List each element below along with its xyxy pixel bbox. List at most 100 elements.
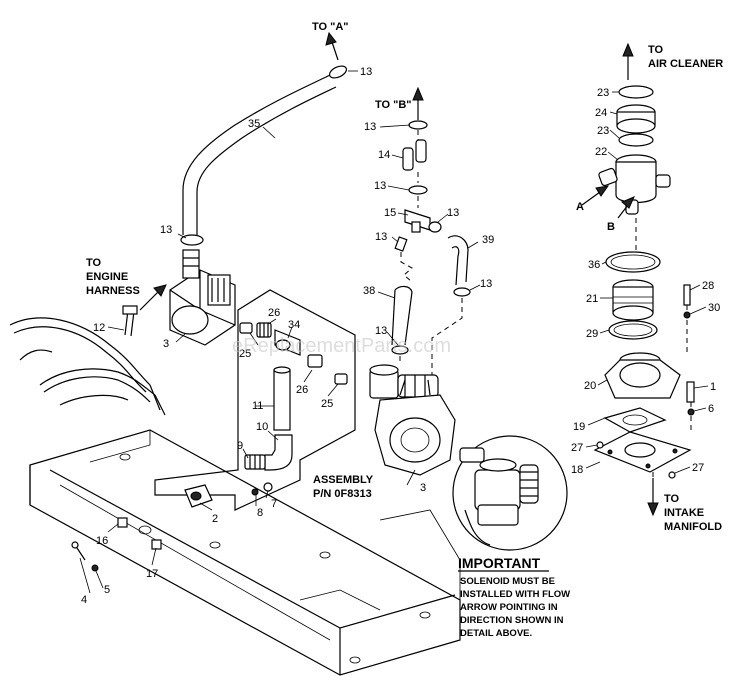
important-line4: DIRECTION SHOWN IN	[460, 615, 564, 626]
label-assembly: ASSEMBLY	[313, 474, 374, 486]
regulator-center	[374, 379, 456, 476]
callout-19: 19	[573, 421, 585, 433]
callout-14: 14	[378, 149, 390, 161]
label-point-b: B	[607, 221, 615, 233]
gasket-19	[603, 407, 667, 433]
callout-17: 17	[146, 568, 158, 580]
callout-27: 27	[571, 442, 583, 454]
hose-clamp-13-top	[328, 65, 348, 79]
coupler-21	[612, 279, 654, 321]
callout-11: 11	[252, 400, 263, 412]
fitting-26-left	[256, 322, 272, 338]
valve-2	[184, 484, 213, 508]
label-to-engine-line3: HARNESS	[86, 285, 140, 297]
throttle-body-20	[604, 352, 681, 399]
label-to-intake-line3: MANIFOLD	[664, 521, 722, 533]
clamp-13-mid	[408, 185, 428, 195]
label-to-air-cleaner-line2: AIR CLEANER	[648, 58, 723, 70]
hose-35	[182, 74, 337, 235]
clamp-13-39	[453, 287, 471, 297]
screw-7	[263, 482, 273, 492]
callout-23: 23	[597, 87, 609, 99]
label-to-intake-line2: INTAKE	[664, 507, 704, 519]
callout-13: 13	[364, 121, 376, 133]
adapter-24	[616, 104, 656, 134]
fitting-25-right	[334, 373, 348, 385]
label-to-a: TO "A"	[312, 21, 349, 33]
callout-16: 16	[96, 535, 108, 547]
assembly-outline	[154, 289, 356, 511]
callout-35: 35	[248, 118, 260, 130]
nut-27-left	[596, 441, 604, 449]
label-to-engine-line1: TO	[86, 257, 102, 269]
callout-18: 18	[571, 464, 583, 476]
callout-8: 8	[257, 507, 263, 519]
label-to-engine-line2: ENGINE	[86, 271, 128, 283]
leader-lines	[79, 70, 709, 594]
o-ring-23-top	[618, 85, 654, 99]
washer-30	[683, 311, 691, 319]
arrow-to-intake	[647, 478, 659, 517]
tee-15	[404, 209, 431, 233]
clamp-13-b-top	[408, 120, 428, 130]
callout-3: 3	[420, 482, 426, 494]
fitting-25-left	[239, 322, 253, 334]
callout-13: 13	[447, 207, 459, 219]
callout-38: 38	[363, 285, 375, 297]
callout-25: 25	[321, 398, 333, 410]
clamp-29	[608, 320, 658, 340]
label-assembly-pn: P/N 0F8313	[313, 488, 372, 500]
screw-4	[71, 541, 86, 561]
nut-27-right	[668, 471, 676, 479]
callout-2: 2	[212, 513, 218, 525]
callout-20: 20	[584, 380, 596, 392]
adapter-plate-18	[593, 431, 692, 473]
callout-9: 9	[237, 440, 243, 452]
hose-39	[447, 235, 469, 286]
callout-3: 3	[163, 338, 169, 350]
callout-21: 21	[586, 293, 598, 305]
callout-5: 5	[104, 584, 110, 596]
important-line3: ARROW POINTING IN	[460, 602, 558, 613]
watermark: eReplacementParts.com	[232, 335, 451, 357]
arrow-to-a	[325, 31, 339, 61]
important-title: IMPORTANT	[458, 555, 541, 571]
callout-13: 13	[480, 278, 492, 290]
screw-28	[683, 284, 691, 306]
washer-5	[91, 564, 99, 572]
callout-30: 30	[708, 302, 720, 314]
tee-34	[274, 329, 301, 356]
callout-13: 13	[374, 180, 386, 192]
callout-22: 22	[595, 146, 607, 158]
hose-clamp-13-left	[180, 234, 204, 246]
callout-13: 13	[360, 66, 372, 78]
pipe-11	[273, 366, 291, 431]
washer-6	[687, 408, 695, 416]
screw-1	[686, 381, 695, 403]
callout-23: 23	[597, 125, 609, 137]
tube-14	[402, 139, 427, 171]
frame-rail	[29, 429, 461, 676]
arrow-b	[617, 196, 635, 219]
callout-4: 4	[81, 594, 87, 606]
label-to-intake-line1: TO	[664, 493, 680, 505]
elbow-10	[264, 434, 293, 471]
washer-8	[251, 488, 259, 496]
callout-13: 13	[160, 224, 172, 236]
arrow-a	[581, 185, 610, 206]
callout-15: 15	[384, 207, 396, 219]
important-line2: INSTALLED WITH FLOW	[460, 589, 570, 600]
o-ring-23-bottom	[618, 133, 654, 147]
clamp-13-38	[391, 345, 409, 355]
callout-7: 7	[271, 498, 277, 510]
callout-12: 12	[93, 322, 105, 334]
callout-26: 26	[268, 307, 280, 319]
wiring-harness	[9, 305, 166, 416]
arrow-to-engine-harness	[139, 284, 167, 311]
mixer-22	[598, 154, 671, 215]
solenoid-detail-view	[452, 435, 568, 551]
callout-25: 25	[239, 348, 251, 360]
callout-27: 27	[692, 462, 704, 474]
